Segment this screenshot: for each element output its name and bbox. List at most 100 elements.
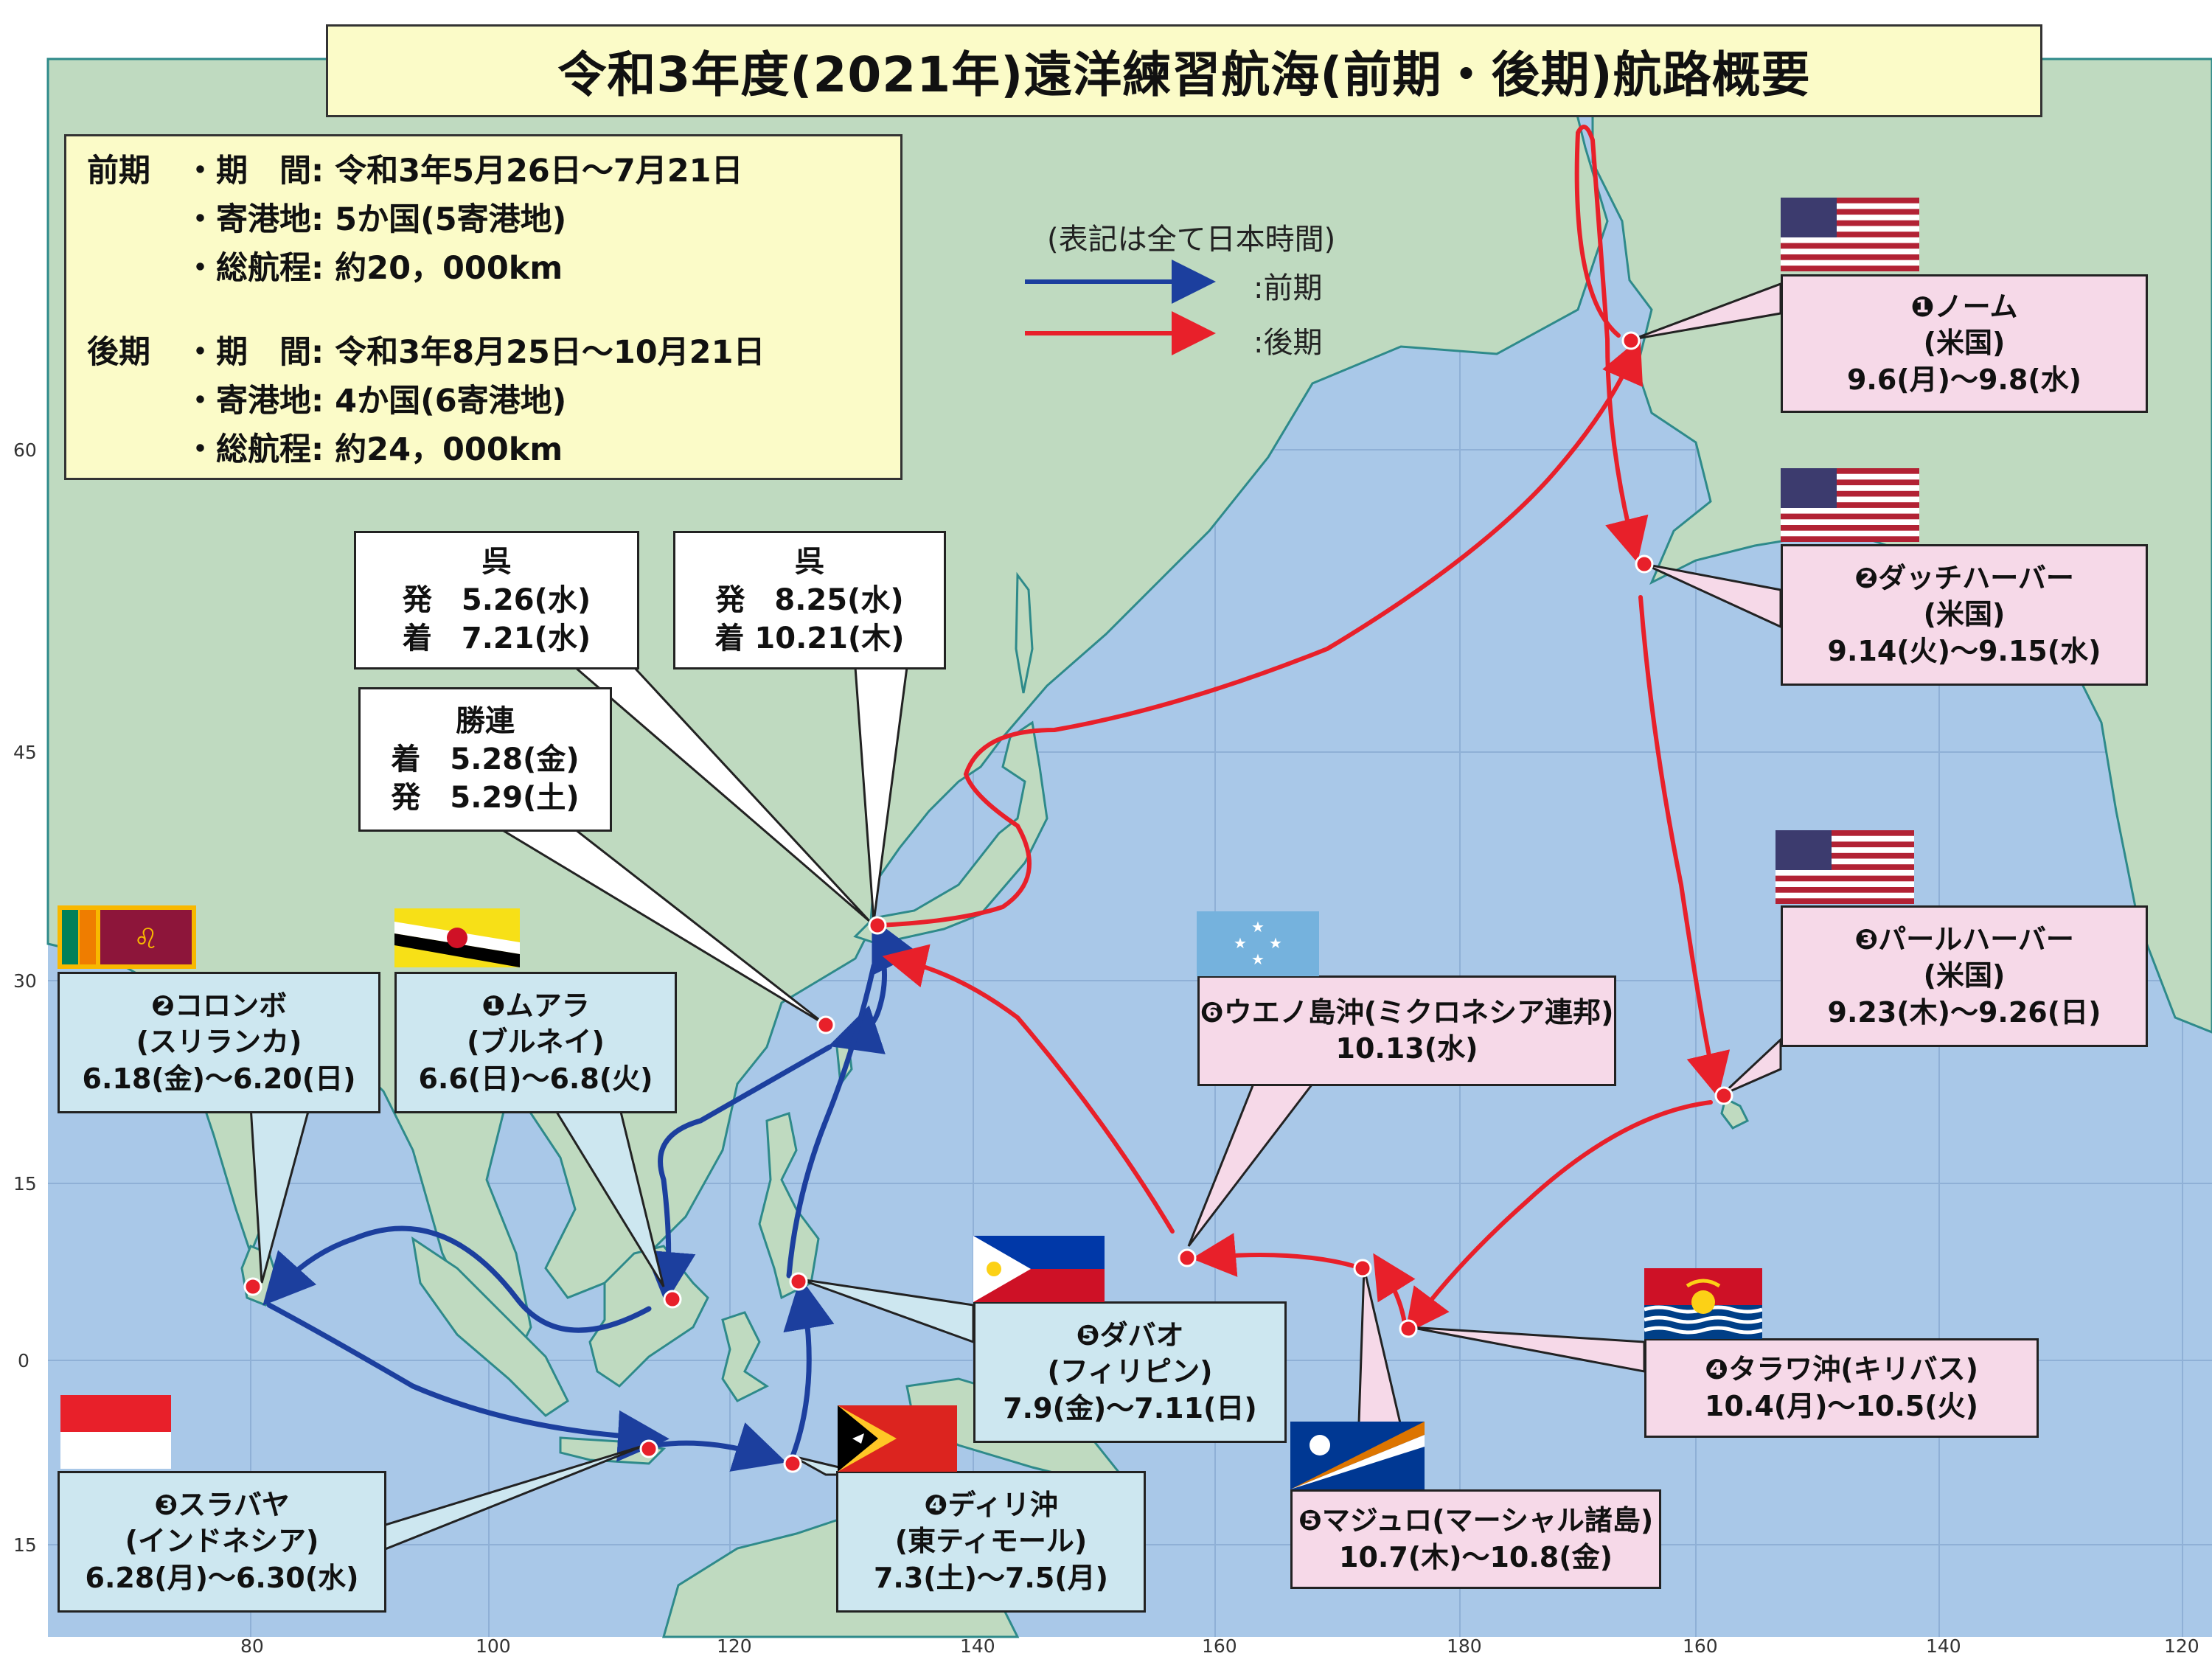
route-kure-to-nome [875,338,1644,928]
indonesia-flag [60,1395,171,1469]
hawaii-islands [1720,1096,1750,1130]
port-country: (米国) [1923,959,2006,992]
port-dates: 9.23(木)～9.26(日) [1827,995,2101,1029]
page-title: 令和3年度(2021年)遠洋練習航海(前期・後期)航路概要 [326,24,2042,117]
port-box-surabaya: ❸スラバヤ (インドネシア) 6.28(月)～6.30(水) [58,1471,386,1613]
route-second-period [875,125,1731,1335]
second-period-distance: ・総航程: 約24，000km [184,431,563,468]
port-box-majuro: ❺マジュロ(マーシャル諸島) 10.7(木)～10.8(金) [1290,1489,1661,1589]
sulawesi-island [721,1311,769,1402]
port-name: ❻ウエノ島沖(ミクロネシア連邦) [1200,995,1614,1029]
port-box-kure-second: 呉 発 8.25(水) 着 10.21(木) [673,531,946,669]
lat-label: 30 [13,970,37,992]
port-depart: 発 5.29(土) [391,781,580,815]
port-box-colombo: ❷コロンボ (スリランカ) 6.18(金)～6.20(日) [58,972,380,1113]
port-dates: 6.28(月)～6.30(水) [85,1561,359,1594]
port-name: ❶ノーム [1910,290,2018,323]
svg-text:★: ★ [1269,934,1282,952]
sri-lanka-flag: ♌ [58,905,196,969]
route-davao-to-kure [786,917,919,1279]
philippines-flag [973,1236,1105,1302]
marker-nome [1621,331,1641,350]
port-name: ❹ディリ沖 [924,1488,1058,1521]
second-period-dates: ・期 間: 令和3年8月25日～10月21日 [184,334,765,371]
philippines-islands [758,1112,820,1300]
route-muara-to-colombo [262,1225,652,1333]
port-dates: 7.9(金)～7.11(日) [1003,1391,1257,1425]
svg-text:★: ★ [1251,950,1265,968]
port-name: ❺ダバオ [1076,1318,1184,1352]
svg-text:★: ★ [1251,918,1265,936]
port-country: (米国) [1923,598,2006,631]
callout-pointers [497,666,908,1026]
port-box-weno: ❻ウエノ島沖(ミクロネシア連邦) 10.13(水) [1197,975,1616,1086]
lat-label: 60 [13,439,37,461]
timor-leste-flag [838,1405,957,1472]
first-period-dates: ・期 間: 令和3年5月26日～7月21日 [184,153,743,189]
marker-surabaya [639,1439,658,1458]
second-period-ports: ・寄港地: 4か国(6寄港地) [184,383,567,420]
port-box-tarawa: ❹タラワ沖(キリバス) 10.4(月)～10.5(火) [1644,1338,2039,1438]
route-katsuren-to-muara [644,1044,832,1304]
port-name: ❶ムアラ [481,989,590,1022]
lon-label: 100 [476,1635,511,1657]
port-dates: 9.6(月)～9.8(水) [1846,363,2082,396]
port-dates: 10.13(水) [1335,1032,1478,1065]
port-dates: 6.18(金)～6.20(日) [82,1062,356,1095]
port-name: ❸パールハーバー [1854,922,2074,956]
port-country: (米国) [1923,327,2006,360]
route-weno-to-kure [882,944,1175,1234]
first-period-label: 前期 [87,153,150,189]
sumatra-island [411,1236,569,1417]
route-surabaya-to-dili [653,1422,787,1472]
port-dates: 10.7(木)～10.8(金) [1339,1540,1613,1573]
micronesia-flag: ★★★★ [1197,911,1319,976]
lon-label: 120 [2164,1635,2199,1657]
port-dates: 10.4(月)～10.5(火) [1705,1389,1978,1422]
marker-pearl [1714,1086,1733,1105]
port-markers [243,331,1733,1473]
marshall-islands-flag [1290,1422,1425,1489]
port-box-katsuren: 勝連 着 5.28(金) 発 5.29(土) [358,687,612,832]
port-depart: 発 5.26(水) [402,583,591,617]
port-dates: 7.3(土)～7.5(月) [873,1561,1109,1594]
voyage-info-box: 前期 ・期 間: 令和3年5月26日～7月21日 ・寄港地: 5か国(5寄港地)… [64,134,902,480]
lon-label: 160 [1683,1635,1718,1657]
marker-dili [783,1454,802,1473]
lat-label: 15 [13,1173,37,1194]
port-country: (インドネシア) [125,1525,319,1558]
port-name: ❷ダッチハーバー [1854,561,2074,594]
port-dates: 9.14(火)～9.15(水) [1827,634,2101,667]
legend-second-label: :後期 [1253,326,1323,360]
port-country: (スリランカ) [136,1026,302,1059]
svg-text:★: ★ [1234,934,1247,952]
svg-text:♌: ♌ [133,922,159,955]
marker-muara [663,1290,682,1309]
usa-flag-nome [1781,198,1919,271]
route-majuro-to-weno [1192,1233,1359,1277]
port-name: 呉 [795,545,824,579]
lon-label: 120 [717,1635,752,1657]
first-period-ports: ・寄港地: 5か国(5寄港地) [184,201,567,238]
port-box-dili: ❹ディリ沖 (東ティモール) 7.3(土)～7.5(月) [836,1471,1146,1613]
first-period-distance: ・総航程: 約20，000km [184,250,563,287]
port-box-pearl-harbor: ❸パールハーバー (米国) 9.23(木)～9.26(日) [1781,905,2148,1047]
port-country: (フィリピン) [1047,1355,1213,1388]
pointer-pearl [1720,1037,1782,1096]
marker-dutch [1635,554,1654,574]
route-colombo-to-surabaya [266,1302,669,1462]
brunei-flag [394,908,520,967]
port-box-nome: ❶ノーム (米国) 9.6(月)～9.8(水) [1781,274,2148,413]
port-name: ❸スラバヤ [154,1488,290,1521]
lon-label: 160 [1202,1635,1237,1657]
port-box-dutch-harbor: ❷ダッチハーバー (米国) 9.14(火)～9.15(水) [1781,544,2148,686]
route-tarawa-to-majuro [1373,1253,1416,1326]
port-arrive: 着 7.21(水) [402,622,591,655]
port-arrive: 着 5.28(金) [391,742,580,776]
legend-arrows [1025,260,1216,355]
legend-first-label: :前期 [1253,271,1323,305]
route-dili-to-davao [783,1277,835,1459]
marker-majuro [1353,1259,1372,1278]
port-arrive: 着 10.21(木) [714,622,905,655]
second-period-label: 後期 [87,334,150,371]
